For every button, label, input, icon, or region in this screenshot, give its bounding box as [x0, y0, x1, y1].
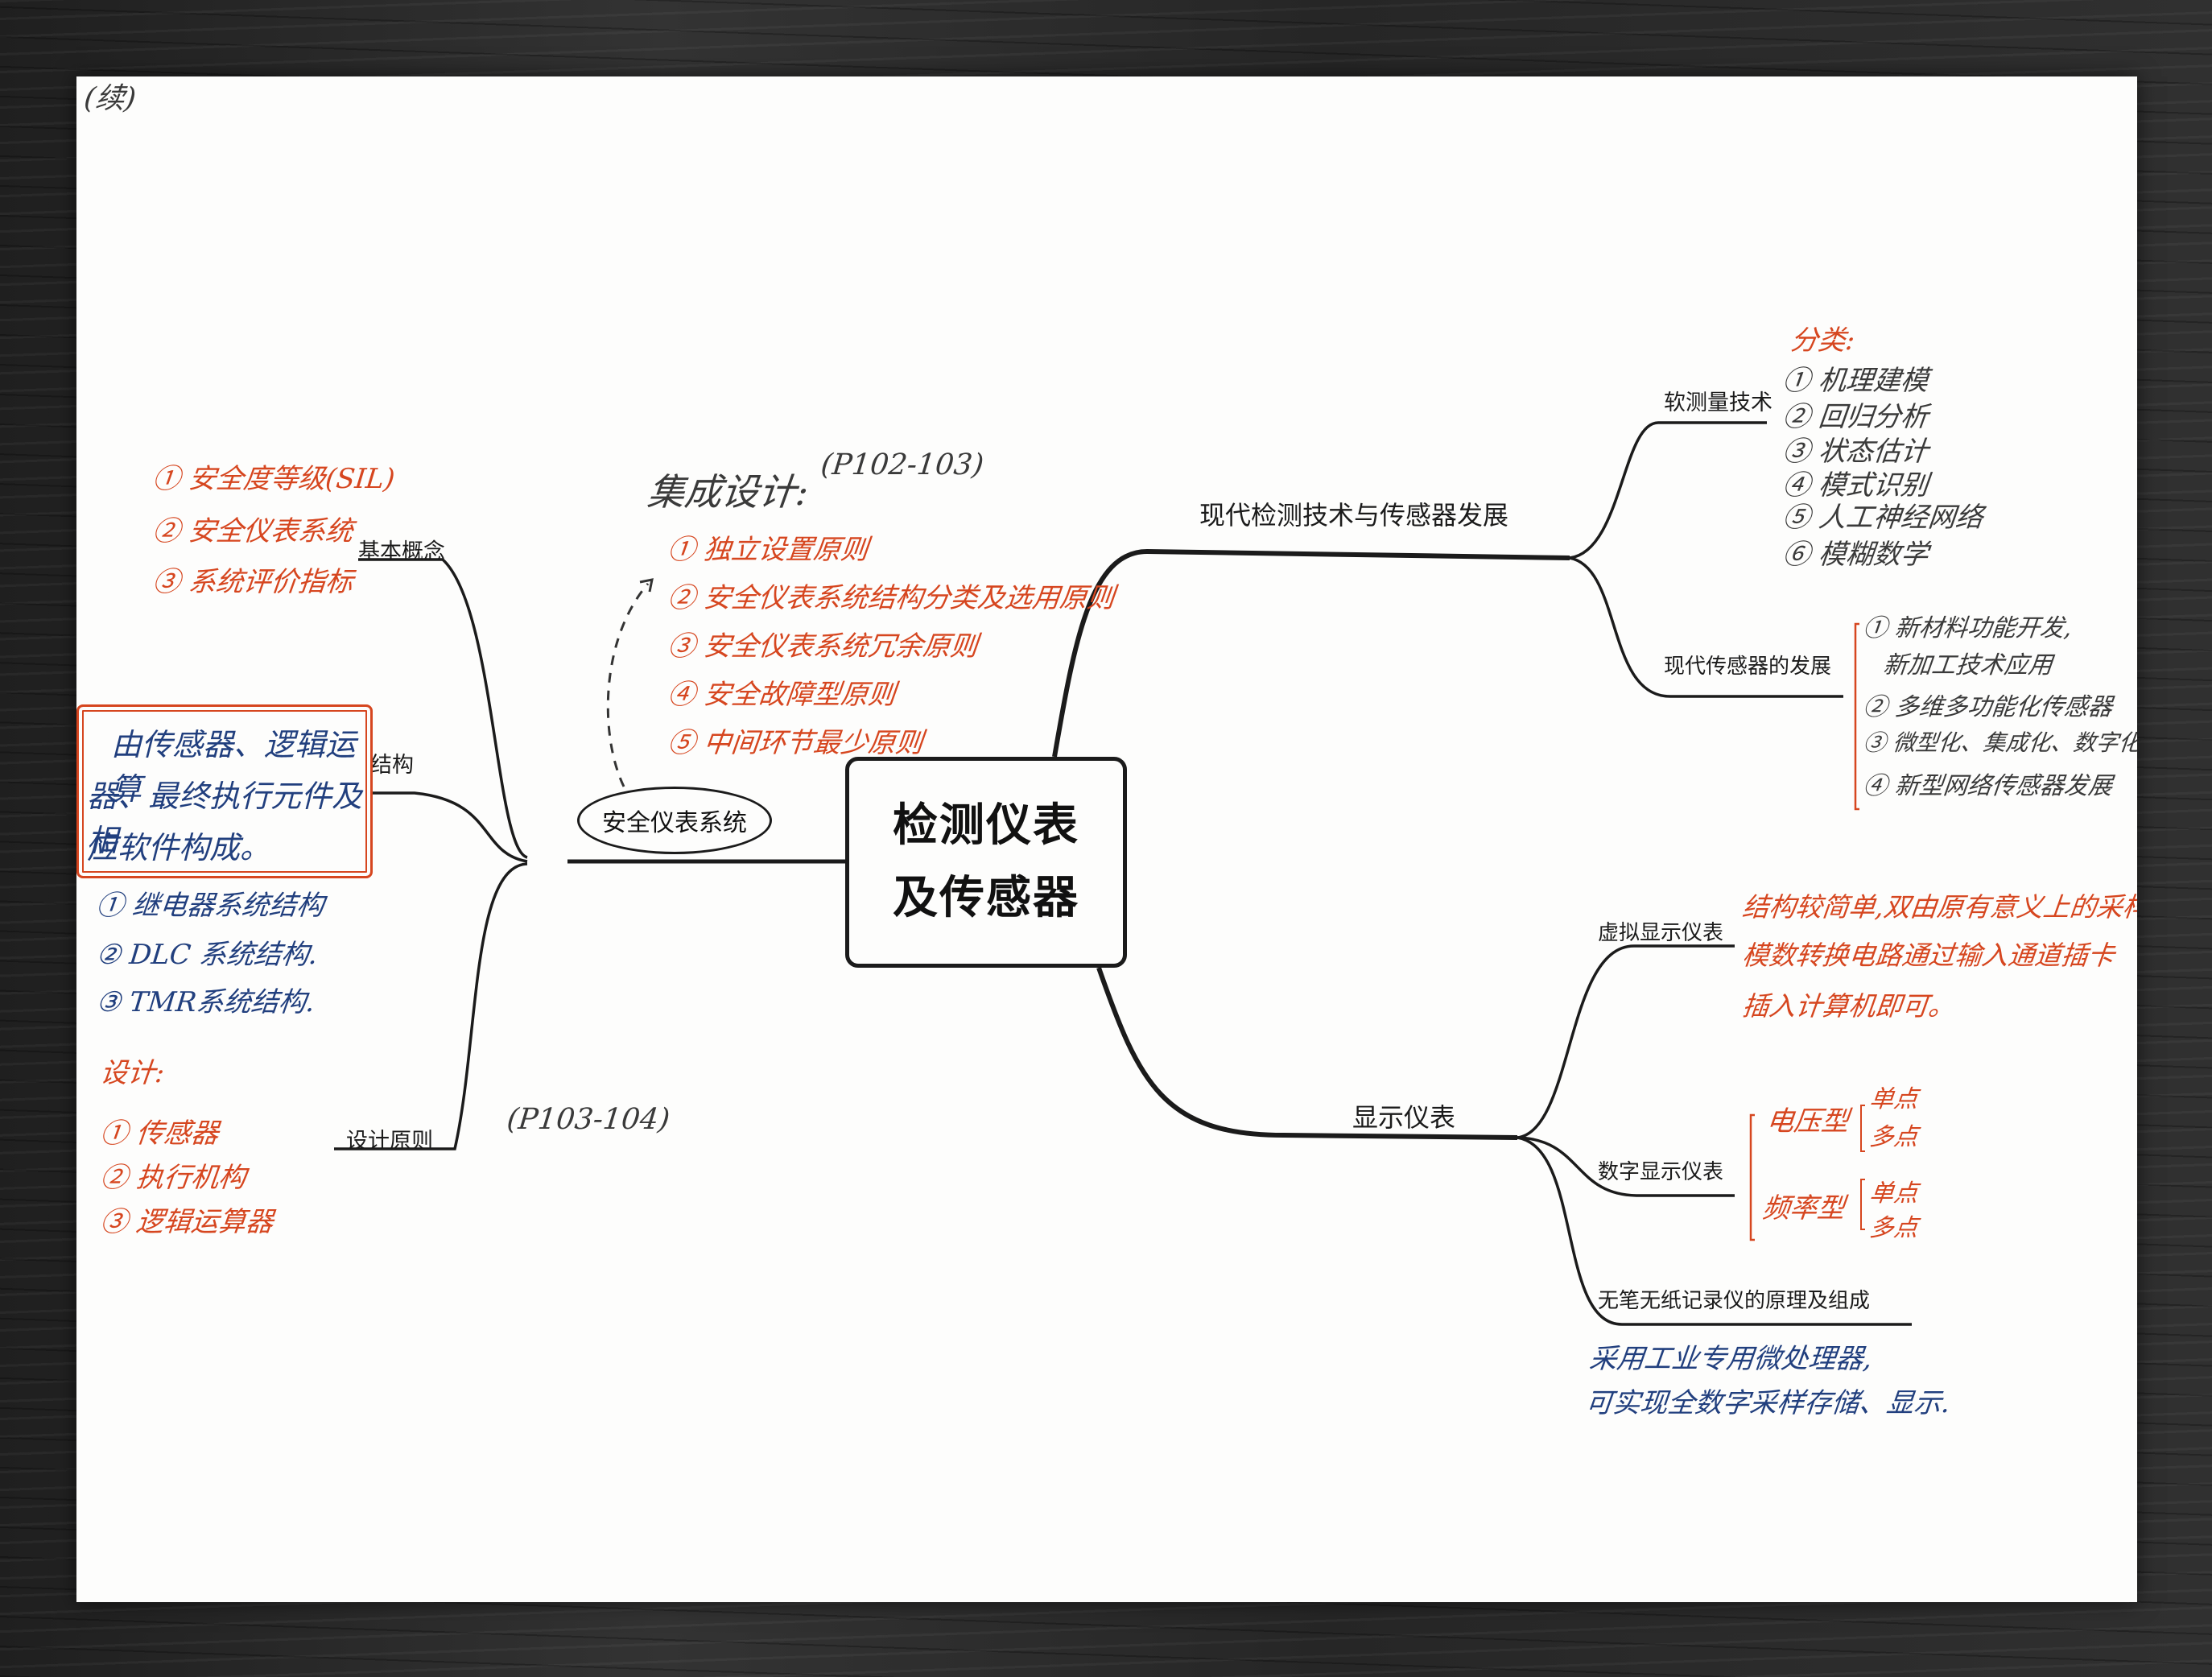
digital-type-sub: 多点	[1867, 1214, 1920, 1242]
display-label: 显示仪表	[1352, 1102, 1456, 1133]
connector-digital	[1517, 1136, 1735, 1197]
boxed-note-line: 应软件构成。	[87, 830, 271, 865]
central-node: 检测仪表 及传感器	[845, 757, 1127, 968]
digital-type-sub: 多点	[1867, 1123, 1920, 1151]
connector-paperless	[1517, 1136, 1912, 1326]
connector-sensor-dev	[1569, 556, 1843, 698]
connector-structure	[366, 791, 528, 863]
integrated-item: ③ 安全仪表系统冗余原则	[666, 630, 980, 663]
connector-basic-concept	[358, 558, 528, 859]
paperless-recorder-label: 无笔无纸记录仪的原理及组成	[1598, 1289, 1871, 1313]
integrated-design-title: 集成设计:	[645, 470, 811, 514]
bracket-sensor-dev	[1854, 622, 1859, 811]
integrated-item: ② 安全仪表系统结构分类及选用原则	[666, 582, 1116, 614]
digital-display-label: 数字显示仪表	[1598, 1160, 1724, 1184]
safety-system-label: 安全仪表系统	[602, 809, 747, 837]
integrated-item: ① 独立设置原则	[666, 534, 870, 566]
mind-map-connectors	[334, 421, 1912, 1326]
design-item: ② 执行机构	[98, 1162, 248, 1194]
structure-boxed-note: 由传感器、逻辑运算 器、最终执行元件及相 应软件构成。	[76, 704, 373, 878]
corner-note: (续)	[82, 82, 138, 115]
structure-item: ③ TMR系统结构.	[94, 986, 316, 1018]
structure-label: 结构	[370, 753, 414, 778]
soft-measure-item: ⑤ 人工神经网络	[1781, 502, 1985, 534]
virtual-note-line: 插入计算机即可。	[1740, 990, 1957, 1022]
safety-system-node: 安全仪表系统	[577, 787, 772, 854]
sensor-dev-item: ④ 新型网络传感器发展	[1861, 772, 2115, 800]
sensor-dev-item: ② 多维多功能化传感器	[1861, 693, 2115, 721]
integrated-item: ⑤ 中间环节最少原则	[666, 727, 925, 759]
soft-measure-item: ② 回归分析	[1781, 401, 1930, 433]
central-title-line1: 检测仪表	[893, 799, 1079, 853]
connector-soft-measure	[1569, 421, 1767, 560]
virtual-note-line: 结构较简单,双由原有意义上的采样、	[1740, 891, 2137, 923]
digital-type-name: 频率型	[1760, 1192, 1847, 1225]
mind-map-paper: (续) 检测仪表 及传感器 安全仪表系统 集成设计: (P102-103) ① …	[76, 76, 2137, 1602]
design-principle-page-ref: (P103-104)	[505, 1103, 672, 1136]
bracket-frequency	[1860, 1179, 1865, 1230]
basic-concept-item: ② 安全仪表系统	[151, 515, 355, 547]
integrated-item: ④ 安全故障型原则	[666, 679, 898, 711]
connector-modern-tech	[1052, 548, 1570, 758]
bracket-digital	[1749, 1113, 1755, 1241]
central-title-line2: 及传感器	[893, 872, 1079, 924]
design-item: ① 传感器	[98, 1117, 221, 1150]
sensor-dev-item: ③ 微型化、集成化、数字化、智能化	[1862, 729, 2137, 756]
digital-type-sub: 单点	[1867, 1085, 1920, 1113]
basic-concept-item: ③ 系统评价指标	[151, 566, 355, 598]
design-heading: 设计:	[98, 1057, 167, 1089]
integrated-design-page-ref: (P102-103)	[819, 448, 986, 481]
soft-measure-label: 软测量技术	[1664, 390, 1772, 415]
boxed-note-line: 器、最终执行元件及相	[87, 779, 363, 858]
basic-concept-label: 基本概念	[358, 539, 445, 564]
boxed-note-line: 由传感器、逻辑运算	[111, 727, 357, 807]
sensor-dev-label: 现代传感器的发展	[1664, 655, 1832, 679]
structure-item: ② DLC 系统结构.	[94, 939, 320, 971]
connector-design-principle	[334, 862, 528, 1150]
basic-concept-item: ① 安全度等级(SIL)	[151, 463, 397, 495]
virtual-display-label: 虚拟显示仪表	[1598, 921, 1724, 945]
structure-item: ① 继电器系统结构	[94, 890, 326, 922]
soft-measure-item: ① 机理建模	[1781, 365, 1930, 397]
dashed-arrow-integrated	[606, 583, 650, 787]
paperless-note-line: 可实现全数字采样存储、显示.	[1583, 1387, 1952, 1419]
digital-type-name: 电压型	[1764, 1105, 1851, 1138]
soft-measure-item: ⑥ 模糊数学	[1781, 539, 1930, 571]
virtual-note-line: 模数转换电路通过输入通道插卡	[1740, 940, 2116, 971]
design-principle-label: 设计原则	[346, 1129, 433, 1154]
modern-tech-label: 现代检测技术与传感器发展	[1199, 500, 1509, 531]
design-item: ③ 逻辑运算器	[98, 1206, 275, 1238]
digital-type-sub: 单点	[1867, 1179, 1920, 1208]
connector-virtual	[1517, 944, 1735, 1139]
soft-measure-heading: 分类:	[1789, 324, 1857, 357]
sensor-dev-item: 新加工技术应用	[1881, 651, 2054, 679]
paperless-note-line: 采用工业专用微处理器,	[1587, 1343, 1874, 1375]
sensor-dev-item: ① 新材料功能开发,	[1861, 614, 2074, 642]
connector-display	[1096, 967, 1518, 1140]
bracket-voltage	[1860, 1105, 1865, 1152]
